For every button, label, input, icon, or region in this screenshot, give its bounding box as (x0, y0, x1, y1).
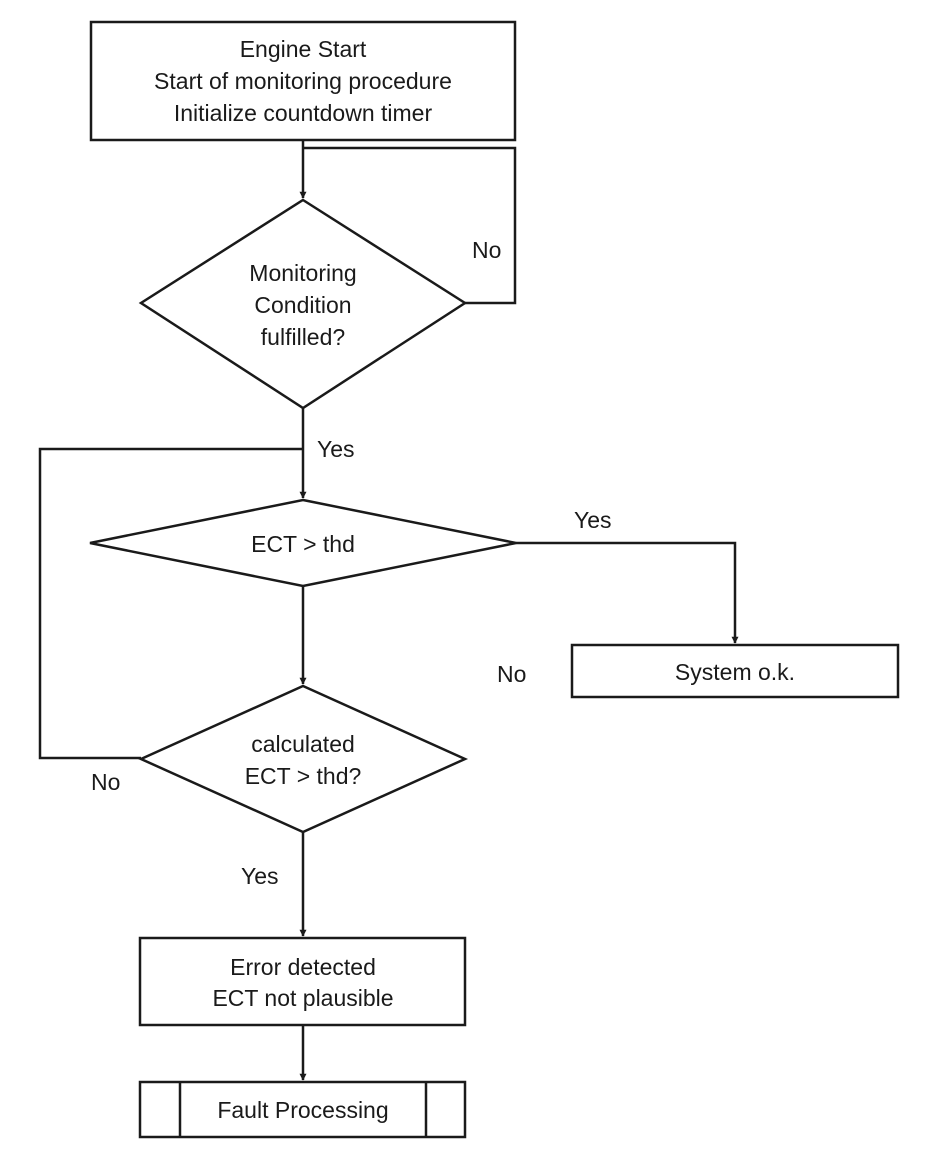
error-box-line1: Error detected (230, 954, 376, 980)
monitoring-line1: Monitoring (249, 260, 356, 286)
error-box-line2: ECT not plausible (212, 985, 393, 1011)
monitoring-yes-label: Yes (317, 436, 355, 462)
ect-no-label: No (497, 661, 526, 687)
monitoring-no-label: No (472, 237, 501, 263)
decision-ect: ECT > thd (89, 498, 517, 588)
monitoring-line2: Condition (254, 292, 351, 318)
ect-yes-label: Yes (574, 507, 612, 533)
calculated-line2: ECT > thd? (245, 763, 362, 789)
decision-calculated: calculated ECT > thd? (137, 684, 469, 834)
fault-processing-box: Fault Processing (138, 1080, 467, 1139)
calculated-line1: calculated (251, 731, 355, 757)
start-box-line1: Engine Start (240, 36, 367, 62)
error-box: Error detected ECT not plausible (138, 936, 467, 1027)
arrow-ect-yes-to-system-ok (516, 541, 739, 644)
start-box-line3: Initialize countdown timer (174, 100, 433, 126)
system-ok-text: System o.k. (675, 659, 795, 685)
loop-calculated-no (38, 447, 303, 760)
fault-processing-text: Fault Processing (217, 1097, 388, 1123)
start-box-line2: Start of monitoring procedure (154, 68, 452, 94)
calculated-no-label: No (91, 769, 120, 795)
ect-text: ECT > thd (251, 531, 355, 557)
decision-monitoring: Monitoring Condition fulfilled? (138, 198, 468, 410)
start-box: Engine Start Start of monitoring procedu… (89, 20, 517, 142)
calculated-yes-label: Yes (241, 863, 279, 889)
system-ok-box: System o.k. (570, 643, 900, 699)
loop-monitoring-no (303, 146, 517, 305)
monitoring-line3: fulfilled? (261, 324, 345, 350)
